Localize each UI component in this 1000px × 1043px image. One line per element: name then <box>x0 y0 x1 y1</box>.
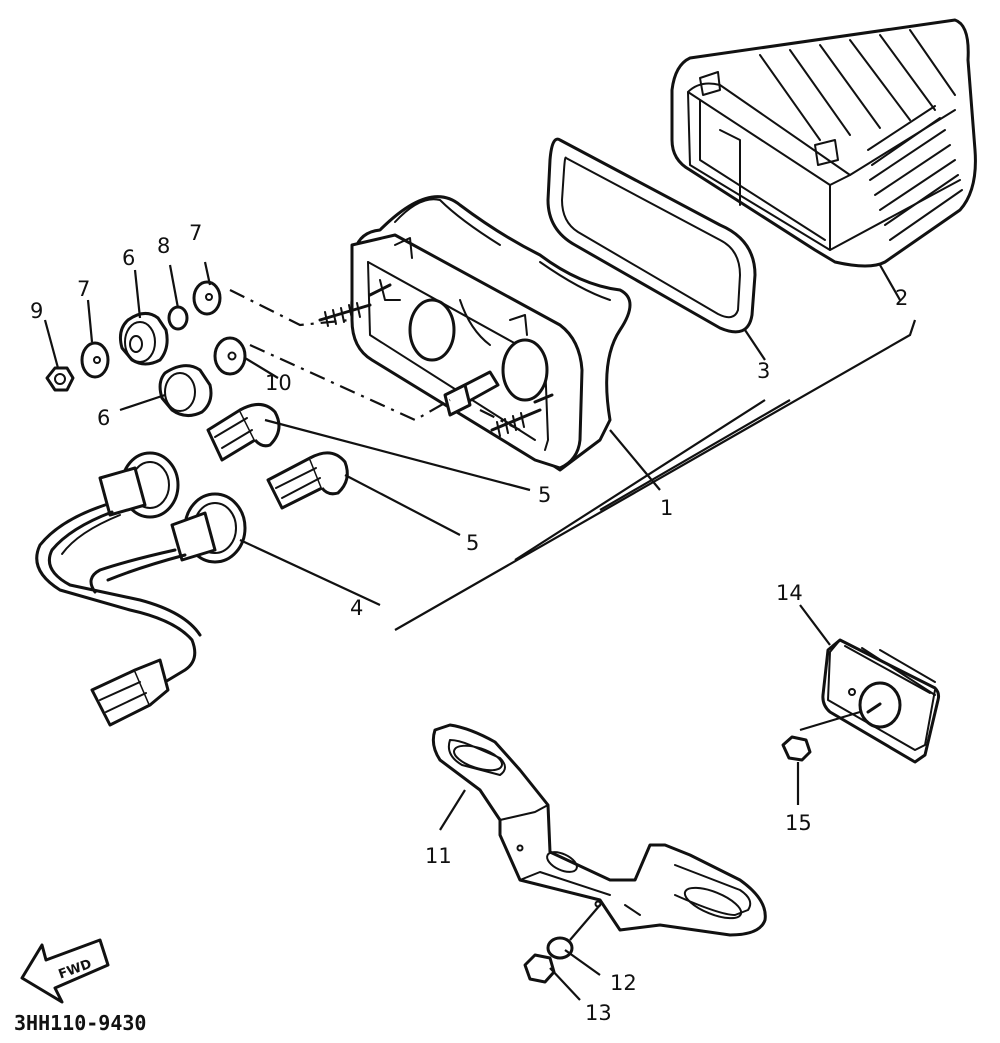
callout-15: 15 <box>785 811 812 835</box>
callout-4: 4 <box>350 596 363 620</box>
callout-3: 3 <box>757 359 770 383</box>
callout-7b: 7 <box>189 221 202 245</box>
leader-lines <box>43 261 917 1001</box>
fwd-arrow-icon: FWD <box>20 938 110 1004</box>
part-10-washer <box>213 336 247 376</box>
callout-7a: 7 <box>77 277 90 301</box>
part-5-bulb-lower <box>266 451 349 510</box>
callout-8: 8 <box>157 234 170 258</box>
part-7-washer-b <box>192 280 222 316</box>
part-2-lens <box>670 18 977 268</box>
part-3-gasket <box>546 137 757 334</box>
part-8-collar <box>167 305 189 331</box>
callout-14: 14 <box>776 581 803 605</box>
part-14-license-light <box>821 638 941 764</box>
callout-1: 1 <box>660 496 673 520</box>
part-7-washer-a <box>80 341 110 379</box>
part-5-bulb-upper <box>206 403 281 462</box>
part-4-wire-harness <box>35 451 247 727</box>
callout-2: 2 <box>895 286 908 310</box>
callout-13: 13 <box>585 1001 612 1025</box>
part-11-bracket <box>431 723 767 937</box>
callout-labels: 1 2 3 4 5 5 6 6 7 7 8 9 10 11 12 13 14 1… <box>30 221 908 1025</box>
callout-10: 10 <box>265 371 292 395</box>
part-15-nut <box>781 735 812 762</box>
callout-5a: 5 <box>538 483 551 507</box>
callout-5b: 5 <box>466 531 479 555</box>
part-12-washer <box>546 936 574 960</box>
callout-9: 9 <box>30 299 43 323</box>
part-9-nut <box>45 366 75 392</box>
lens-texture <box>759 29 963 241</box>
housing-studs <box>318 283 554 437</box>
part-6-grommet-b <box>158 364 213 417</box>
part-1-housing <box>350 195 632 472</box>
callout-6b: 6 <box>97 406 110 430</box>
callout-11: 11 <box>425 844 452 868</box>
part-6-grommet-a <box>119 312 169 366</box>
drawing-code: 3HH110-9430 <box>14 1011 146 1035</box>
callout-6a: 6 <box>122 246 135 270</box>
callout-12: 12 <box>610 971 637 995</box>
